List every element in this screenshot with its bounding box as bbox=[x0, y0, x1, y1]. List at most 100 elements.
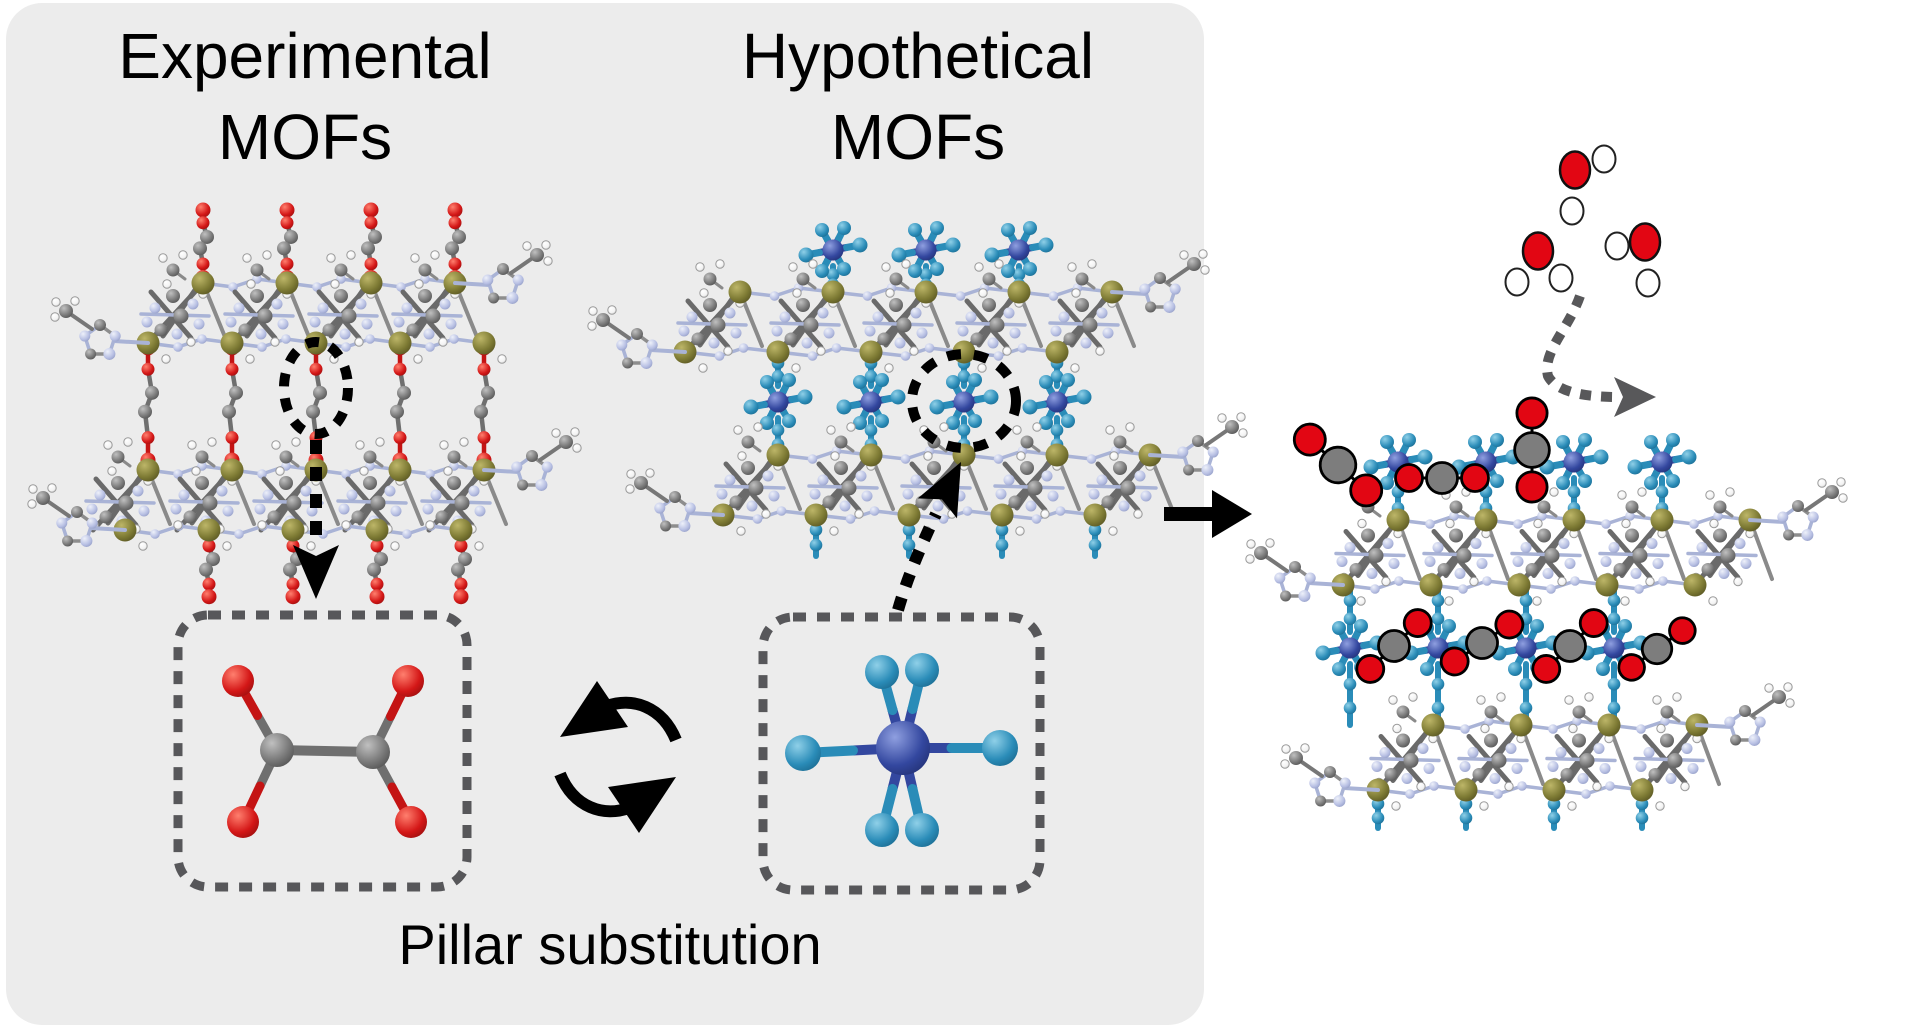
atom-ball bbox=[699, 288, 709, 298]
atom-ball bbox=[1201, 463, 1214, 476]
atom-ball bbox=[477, 431, 491, 445]
atom-ball bbox=[1567, 485, 1581, 499]
atom-ball bbox=[1371, 761, 1383, 772]
atom-ball bbox=[309, 362, 323, 376]
atom-ball bbox=[1169, 283, 1181, 295]
atom-ball bbox=[1070, 363, 1080, 373]
atom-ball bbox=[173, 520, 183, 530]
atom-ball bbox=[170, 503, 182, 515]
atom-ball bbox=[136, 458, 160, 482]
atom-ball bbox=[748, 480, 764, 496]
atom-ball bbox=[195, 202, 211, 218]
atom-ball bbox=[1071, 288, 1081, 298]
atom-ball bbox=[1470, 538, 1482, 549]
atom-ball bbox=[859, 340, 883, 364]
atom-ball bbox=[1425, 519, 1435, 529]
atom-ball bbox=[984, 247, 1000, 263]
atom-ball bbox=[1681, 743, 1693, 754]
atom-ball bbox=[1513, 519, 1523, 529]
atom-ball bbox=[367, 562, 381, 577]
atom-ball bbox=[1416, 781, 1426, 792]
atom-ball bbox=[953, 391, 975, 413]
atom-ball bbox=[1384, 768, 1398, 781]
atom-ball bbox=[919, 268, 933, 281]
atom-ball bbox=[1096, 474, 1108, 486]
atom-ball bbox=[994, 259, 1004, 269]
atom-ball bbox=[1083, 503, 1107, 527]
atom-ball bbox=[1061, 414, 1075, 428]
atom-ball bbox=[186, 337, 196, 347]
atom-ball bbox=[829, 526, 839, 536]
atom-ball bbox=[708, 337, 720, 349]
atom-ball bbox=[821, 280, 845, 304]
atom-ball bbox=[1460, 724, 1470, 734]
atom-ball bbox=[260, 733, 294, 767]
atom-ball bbox=[257, 342, 267, 352]
atom-ball bbox=[1402, 433, 1416, 447]
atom-ball bbox=[841, 480, 857, 496]
atom-ball bbox=[1525, 563, 1539, 576]
atom-ball bbox=[1333, 794, 1346, 807]
atom-ball bbox=[1652, 558, 1664, 569]
atom-ball bbox=[246, 279, 256, 289]
atom-ball bbox=[909, 346, 919, 356]
atom-ball bbox=[1315, 645, 1331, 661]
atom-ball bbox=[191, 271, 215, 295]
atom-ball bbox=[1640, 632, 1674, 666]
bond-line bbox=[1748, 518, 1786, 524]
atom-ball bbox=[762, 470, 774, 482]
atom-ball bbox=[1625, 500, 1639, 514]
atom-ball bbox=[1332, 662, 1346, 676]
atom-ball bbox=[1595, 573, 1619, 597]
atom-ball bbox=[447, 202, 463, 218]
atom-ball bbox=[195, 476, 209, 490]
atom-ball bbox=[1681, 449, 1697, 465]
atom-ball bbox=[410, 253, 420, 263]
atom-ball bbox=[1045, 340, 1069, 364]
atom-ball bbox=[1519, 594, 1533, 607]
atom-ball bbox=[425, 342, 435, 352]
atom-ball bbox=[422, 503, 434, 515]
atom-ball bbox=[1032, 422, 1042, 432]
atom-ball bbox=[791, 363, 801, 373]
atom-ball bbox=[145, 385, 159, 400]
atom-ball bbox=[447, 476, 461, 490]
atom-ball bbox=[1280, 590, 1292, 602]
atom-ball bbox=[760, 416, 774, 430]
atom-ball bbox=[1343, 594, 1357, 607]
atom-ball bbox=[285, 589, 301, 605]
atom-ball bbox=[132, 485, 144, 497]
atom-ball bbox=[776, 506, 787, 516]
atom-ball bbox=[929, 399, 945, 415]
atom-ball bbox=[1772, 690, 1786, 704]
atom-ball bbox=[1562, 508, 1586, 532]
atom-ball bbox=[279, 450, 293, 464]
atom-ball bbox=[392, 665, 424, 697]
atom-ball bbox=[1134, 470, 1146, 482]
atom-ball bbox=[1102, 327, 1114, 339]
atom-ball bbox=[723, 346, 733, 356]
product-mof-structure bbox=[1245, 396, 1848, 831]
atom-ball bbox=[1454, 568, 1466, 579]
atom-ball bbox=[1431, 701, 1445, 715]
atom-ball bbox=[530, 248, 544, 262]
atom-ball bbox=[70, 296, 80, 306]
atom-ball bbox=[1542, 778, 1566, 802]
atom-ball bbox=[1003, 307, 1015, 319]
atom-ball bbox=[1601, 519, 1611, 529]
bond-line bbox=[649, 348, 687, 354]
atom-ball bbox=[710, 317, 726, 333]
atom-ball bbox=[1725, 487, 1735, 497]
atom-ball bbox=[361, 318, 373, 330]
atom-ball bbox=[1643, 747, 1655, 758]
atom-ball bbox=[187, 440, 197, 450]
down-arrowhead-icon bbox=[293, 545, 339, 599]
atom-ball bbox=[368, 229, 382, 244]
atom-ball bbox=[1183, 464, 1195, 476]
atom-ball bbox=[1163, 300, 1176, 313]
atom-ball bbox=[831, 343, 842, 353]
atom-ball bbox=[423, 328, 435, 340]
shape bbox=[1635, 268, 1661, 298]
atom-ball bbox=[645, 468, 655, 478]
hypothetical-mof-structure bbox=[587, 221, 1248, 559]
